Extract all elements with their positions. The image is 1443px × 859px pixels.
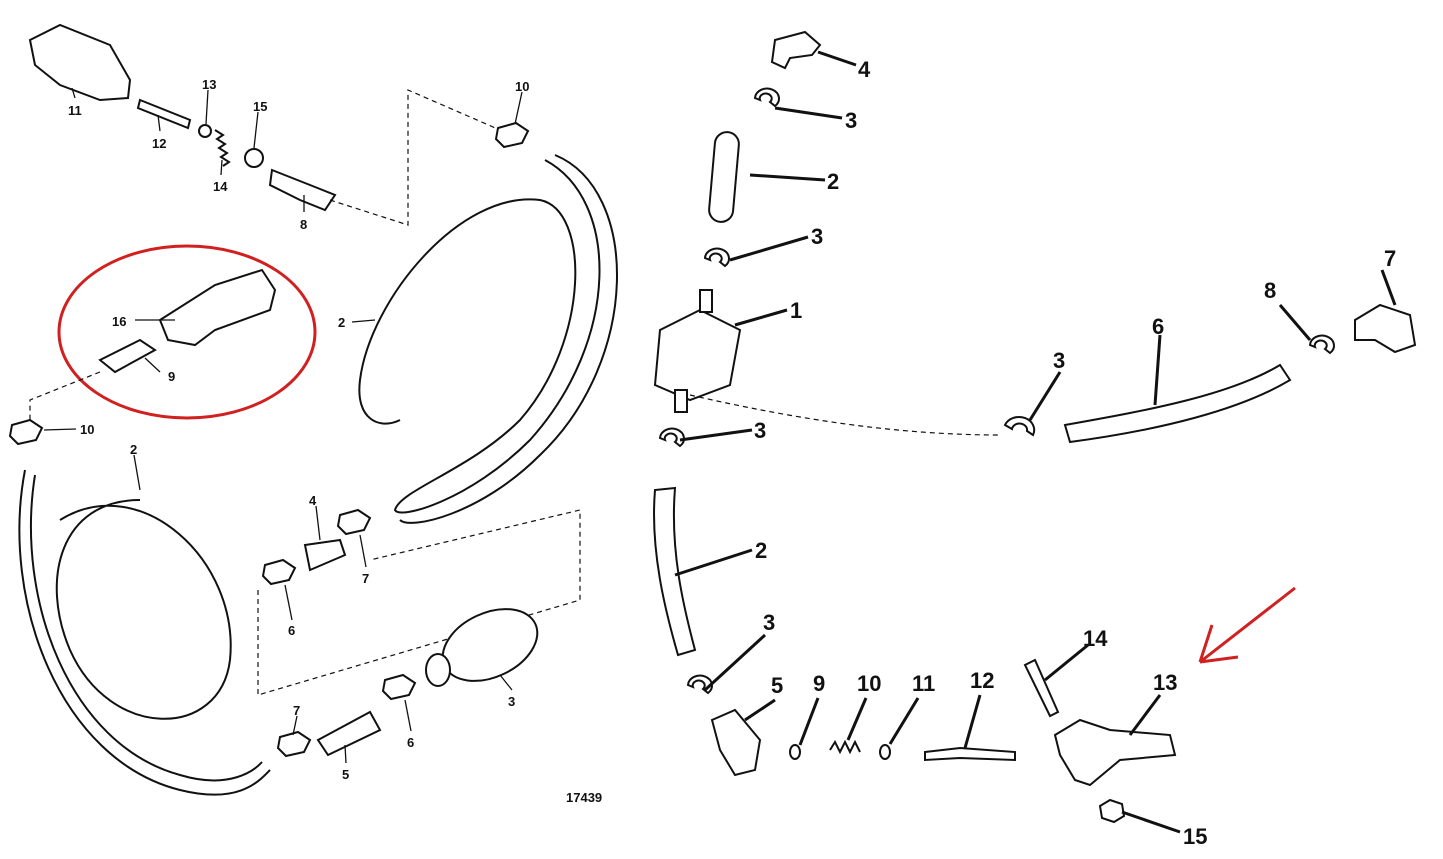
callout-label: 2 (338, 315, 345, 330)
figure-number: 17439 (566, 790, 602, 805)
fuel-pump-part (653, 308, 742, 402)
valve-body-part (1053, 718, 1177, 787)
fuel-tank-pickup-part (158, 268, 277, 347)
clamp-part (494, 121, 530, 149)
callout-label: 3 (508, 694, 515, 709)
callout-label: 6 (288, 623, 295, 638)
callout-label: 10 (857, 671, 881, 696)
hose-part (1063, 363, 1292, 444)
spring-part (214, 129, 231, 167)
callout-label: 6 (407, 735, 414, 750)
callout-label: 10 (80, 422, 94, 437)
callout-label: 2 (755, 538, 767, 563)
callout-label: 1 (790, 298, 802, 323)
clip-part (1308, 334, 1335, 355)
callout-label: 14 (213, 179, 228, 194)
callout-label: 16 (112, 314, 126, 329)
callout-label: 4 (309, 493, 317, 508)
callout-label: 4 (858, 57, 871, 82)
callout-label: 6 (1152, 314, 1164, 339)
dashed-guide (257, 509, 581, 696)
washer-part (244, 148, 264, 168)
callout-label: 10 (515, 79, 529, 94)
callout-label: 15 (253, 99, 267, 114)
seal-part (879, 744, 891, 760)
bulb-end-part (425, 653, 451, 687)
callout-label: 12 (152, 136, 166, 151)
primer-bulb-part (441, 608, 539, 682)
red-arrow-icon (1198, 586, 1296, 664)
callout-label: 7 (362, 571, 369, 586)
bolt-part (1023, 658, 1060, 718)
leader-lines (674, 50, 1397, 834)
callout-label: 11 (68, 103, 82, 118)
callout-label: 13 (1153, 670, 1177, 695)
callout-label: 11 (912, 671, 935, 696)
check-valve-part (924, 746, 1016, 762)
callout-label: 8 (300, 217, 307, 232)
clip-part (686, 674, 713, 695)
clamp-part (8, 418, 44, 446)
clamp-part (276, 730, 312, 758)
dashed-guide (329, 89, 501, 226)
valve-stem-part (136, 98, 192, 130)
nut-part (1098, 798, 1126, 824)
pump-nipple-part (699, 289, 713, 313)
highlight-circle (57, 244, 317, 420)
clip-part (658, 427, 685, 448)
callout-label: 3 (763, 610, 775, 635)
leader-lines (43, 87, 523, 764)
hose-coil-part (358, 159, 601, 514)
clip-part (753, 87, 780, 108)
callout-label: 3 (845, 108, 857, 133)
callout-label: 13 (202, 77, 216, 92)
washer-part (789, 744, 801, 760)
pump-nipple-part (674, 389, 688, 413)
elbow-fitting-part (770, 30, 822, 70)
callout-label: 14 (1083, 626, 1108, 651)
barb-fitting-part (98, 338, 157, 374)
callout-label: 5 (771, 673, 783, 698)
elbow-fitting-part (710, 708, 762, 777)
callout-label: 15 (1183, 824, 1207, 849)
fitting-part (1354, 303, 1417, 354)
left-assembly: 11 12 13 14 15 8 10 16 9 10 2 2 4 7 6 3 … (8, 23, 618, 805)
callout-label: 2 (827, 169, 839, 194)
clamp-part (381, 673, 417, 701)
fitting-part (268, 168, 337, 212)
hose-coil-part (399, 154, 618, 524)
callout-label: 3 (811, 224, 823, 249)
right-assembly: 4 3 2 3 1 7 8 6 3 3 2 3 5 9 10 11 12 14 … (653, 30, 1417, 849)
callout-label: 2 (130, 442, 137, 457)
hose-part (653, 486, 697, 657)
connector-part (316, 710, 382, 757)
callout-label: 9 (813, 671, 825, 696)
o-ring-part (198, 124, 212, 138)
callout-label: 3 (754, 418, 766, 443)
fuel-connector-part (28, 23, 132, 102)
dashed-guide (689, 394, 1001, 436)
clip-part (1003, 416, 1036, 437)
clip-part (703, 247, 730, 268)
spring-part (829, 739, 861, 755)
callout-label: 3 (1053, 348, 1065, 373)
connector-part (303, 538, 347, 572)
dashed-guide (29, 371, 101, 420)
callout-label: 5 (342, 767, 349, 782)
callout-label: 8 (1264, 278, 1276, 303)
hose-part (708, 131, 740, 223)
callout-label: 7 (293, 703, 300, 718)
callout-label: 12 (970, 668, 994, 693)
callout-label: 9 (168, 369, 175, 384)
clamp-part (261, 558, 297, 586)
clamp-part (336, 508, 372, 536)
callout-label: 7 (1384, 246, 1396, 271)
hose-coil-part (18, 469, 271, 796)
